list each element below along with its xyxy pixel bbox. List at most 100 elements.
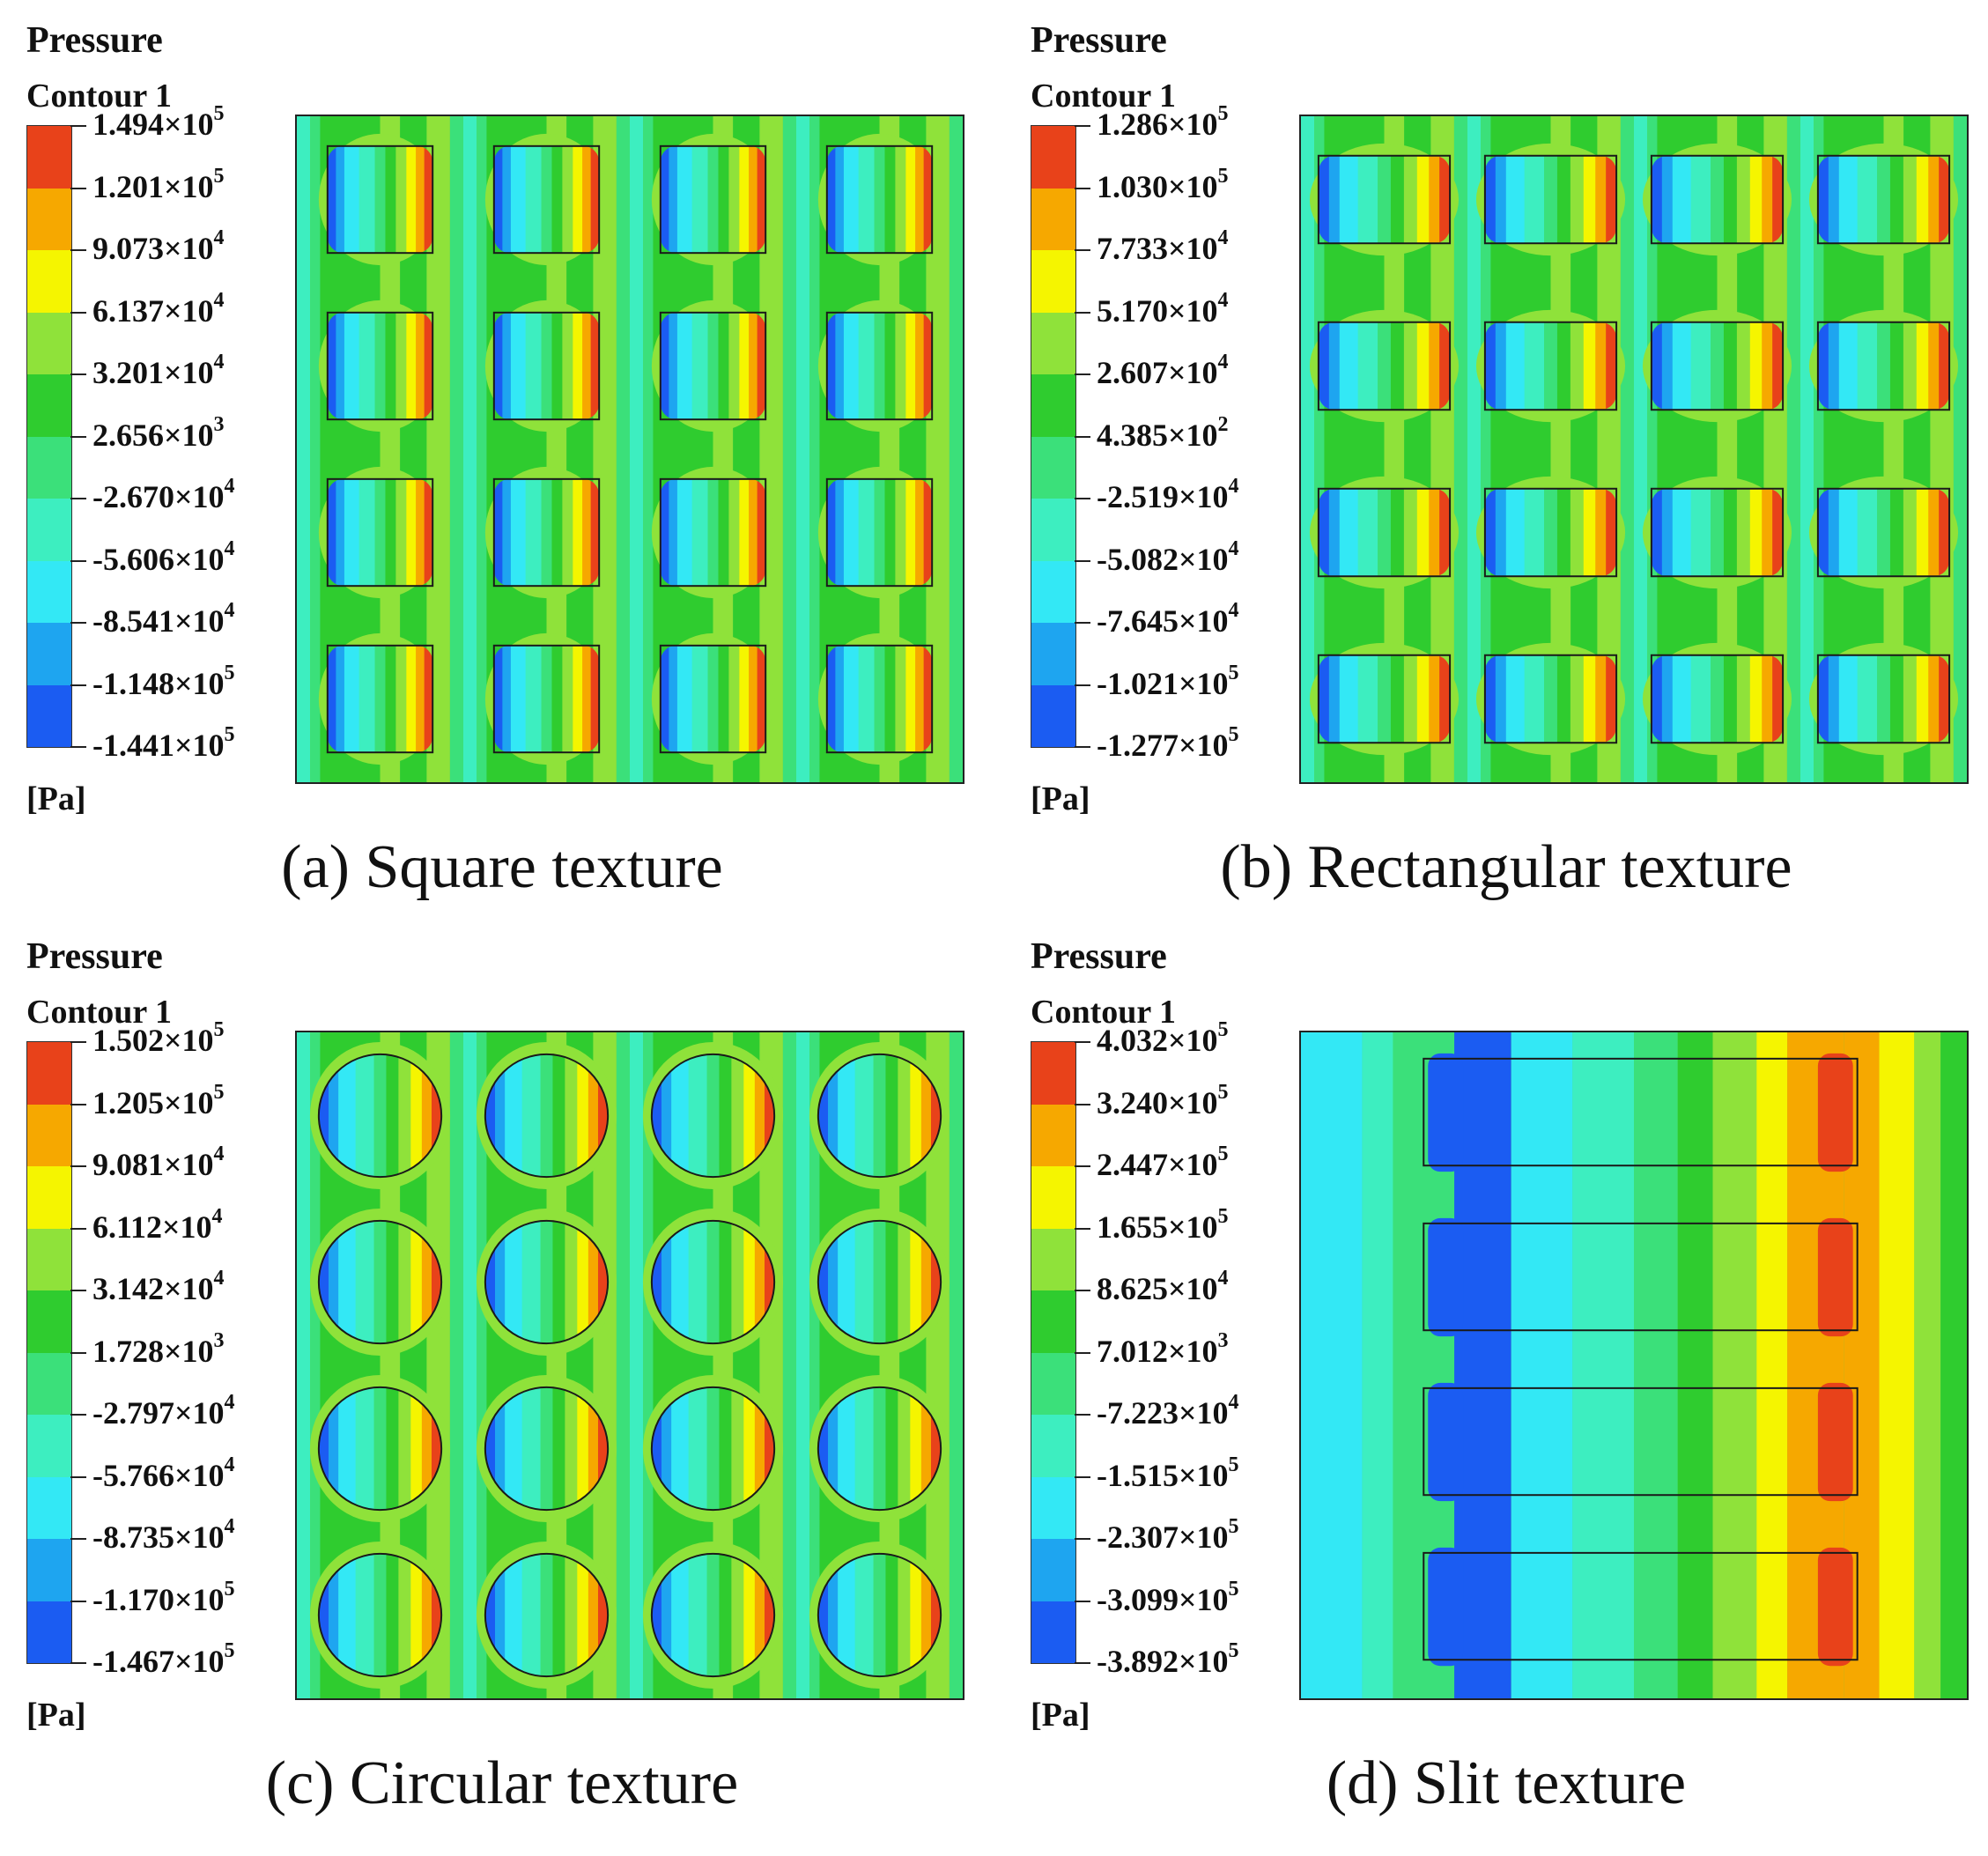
scale-value-label: -8.735×104 xyxy=(92,1515,235,1556)
scale-value-label: 1.201×105 xyxy=(92,164,225,204)
color-scale-bar xyxy=(26,125,72,748)
pressure-gradient xyxy=(1318,322,1451,410)
contour-band xyxy=(1620,116,1634,782)
pressure-gradient xyxy=(318,1553,442,1677)
scale-value-label: 4.385×102 xyxy=(1097,412,1229,453)
scale-tick xyxy=(70,1662,86,1664)
color-scale-segment xyxy=(1031,1539,1075,1601)
scale-value-label: -1.515×105 xyxy=(1097,1453,1239,1493)
scale-tick xyxy=(70,1103,86,1105)
contour-band xyxy=(1786,116,1800,782)
color-scale-segment xyxy=(27,1601,71,1663)
contour-band xyxy=(1677,1032,1713,1698)
contour-band xyxy=(796,116,810,782)
pressure-gradient xyxy=(1484,155,1617,244)
high-pressure-zone xyxy=(1817,1547,1853,1667)
scale-tick xyxy=(1075,1662,1090,1664)
pressure-gradient xyxy=(826,478,933,587)
pressure-gradient xyxy=(1484,654,1617,743)
color-scale-segment xyxy=(27,499,71,561)
scale-value-label: 1.494×105 xyxy=(92,102,225,143)
scale-value-label: -1.441×105 xyxy=(92,723,235,764)
pressure-gradient xyxy=(327,312,433,420)
pressure-gradient xyxy=(660,312,766,420)
contour-band xyxy=(1756,1032,1788,1698)
scale-tick xyxy=(70,498,86,499)
square-texture-outline xyxy=(326,144,434,255)
circular-texture-outline xyxy=(317,1552,443,1678)
rectangular-texture-outline xyxy=(1483,154,1618,245)
scale-tick xyxy=(1075,311,1090,314)
circular-texture-outline xyxy=(817,1219,942,1345)
pressure-gradient xyxy=(1318,488,1451,577)
legend-title: Pressure xyxy=(1031,936,1167,977)
pressure-gradient xyxy=(318,1386,442,1511)
scale-tick xyxy=(70,311,86,314)
contour-band xyxy=(1814,116,1824,782)
rectangular-texture-outline xyxy=(1650,321,1785,411)
square-texture-outline xyxy=(825,144,934,255)
scale-tick xyxy=(1075,249,1090,251)
scale-tick xyxy=(1075,684,1090,686)
color-scale-bar xyxy=(1031,125,1076,748)
legend-subtitle: Contour 1 xyxy=(26,78,173,115)
contour-band xyxy=(310,116,321,782)
scale-tick xyxy=(70,684,86,686)
contour-band xyxy=(449,1032,463,1698)
unit-label: [Pa] xyxy=(1031,1697,1090,1734)
contour-band xyxy=(463,116,477,782)
contour-band xyxy=(546,116,567,782)
color-scale-segment xyxy=(27,436,71,499)
scale-value-label: -1.467×105 xyxy=(92,1639,235,1680)
scale-tick xyxy=(70,622,86,624)
color-scale-segment xyxy=(27,1476,71,1539)
color-scale-segment xyxy=(1031,1042,1075,1105)
color-scale-segment xyxy=(1031,1415,1075,1477)
contour-band xyxy=(1634,116,1648,782)
scale-value-label: -2.519×104 xyxy=(1097,475,1239,515)
color-scale-segment xyxy=(1031,623,1075,685)
color-scale-segment xyxy=(1031,1166,1075,1229)
scale-value-label: -2.307×105 xyxy=(1097,1515,1239,1556)
square-texture-outline xyxy=(326,311,434,421)
pressure-gradient xyxy=(327,645,433,753)
pressure-gradient xyxy=(817,1553,942,1677)
scale-tick xyxy=(70,187,86,189)
rectangular-texture-outline xyxy=(1317,487,1452,578)
scale-tick xyxy=(1075,1227,1090,1230)
high-pressure-zone xyxy=(1817,1217,1853,1337)
contour-band xyxy=(380,1032,401,1698)
scale-tick xyxy=(1075,498,1090,499)
pressure-gradient xyxy=(484,1220,609,1344)
contour-band xyxy=(477,1032,487,1698)
high-pressure-zone xyxy=(1817,1053,1853,1172)
square-texture-outline xyxy=(659,144,767,255)
contour-band xyxy=(310,1032,321,1698)
scale-value-label: -3.099×105 xyxy=(1097,1577,1239,1617)
pressure-gradient xyxy=(826,312,933,420)
contour-band xyxy=(1914,1032,1941,1698)
circular-texture-outline xyxy=(317,1386,443,1512)
color-scale-segment xyxy=(27,1166,71,1229)
contour-band xyxy=(1634,1032,1678,1698)
color-scale-segment xyxy=(27,623,71,685)
unit-label: [Pa] xyxy=(1031,780,1090,817)
contour-band xyxy=(809,1032,820,1698)
color-scale-ticks xyxy=(70,1041,86,1664)
scale-value-label: -7.645×104 xyxy=(1097,599,1239,640)
scale-value-label: -8.541×104 xyxy=(92,599,235,640)
contour-band xyxy=(1800,116,1814,782)
color-scale-segment xyxy=(1031,250,1075,313)
scale-tick xyxy=(1075,1103,1090,1105)
pressure-contour-plot xyxy=(295,115,964,784)
square-texture-outline xyxy=(326,644,434,754)
rectangular-texture-outline xyxy=(1816,487,1951,578)
circular-texture-outline xyxy=(650,1552,776,1678)
scale-value-label: -1.148×105 xyxy=(92,661,235,701)
contour-band xyxy=(643,1032,654,1698)
pressure-gradient xyxy=(660,478,766,587)
color-scale-segment xyxy=(1031,1601,1075,1663)
